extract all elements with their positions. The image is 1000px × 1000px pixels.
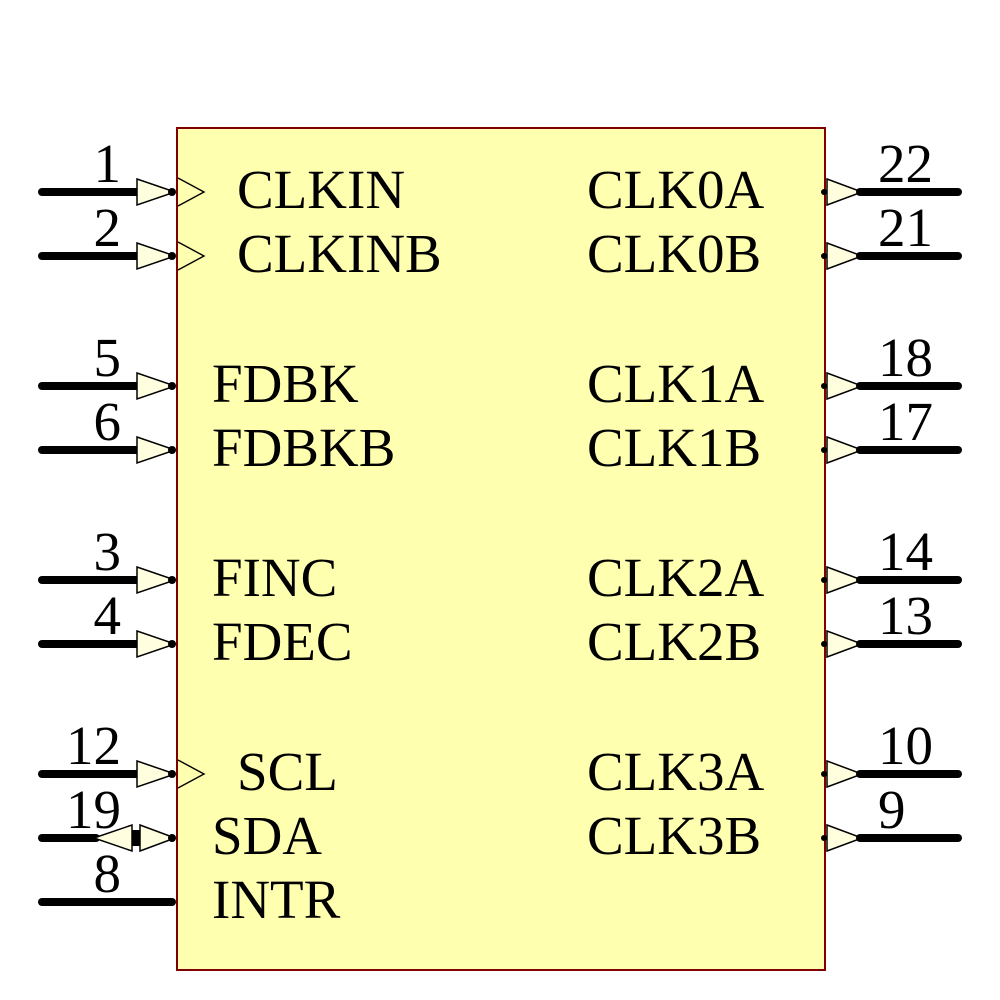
input-arrow-icon — [136, 241, 178, 271]
pin-number: 17 — [878, 391, 933, 452]
output-arrow-icon — [826, 823, 865, 853]
output-arrow-icon — [826, 435, 865, 465]
pin-clk0b[interactable] — [821, 241, 962, 271]
pin-tip-dot — [821, 835, 827, 841]
pin-label: CLKIN — [237, 159, 406, 220]
pin-label: FDBKB — [212, 417, 396, 478]
pin-tip-dot — [821, 189, 827, 195]
pin-tip-dot — [168, 446, 176, 454]
pin-label: INTR — [212, 869, 341, 930]
pin-fdbk[interactable] — [38, 371, 178, 401]
pin-tip-dot — [168, 252, 176, 260]
pin-fdec[interactable] — [38, 629, 178, 659]
pin-label: FINC — [212, 547, 338, 608]
pin-number: 13 — [878, 585, 933, 646]
pin-tip-dot — [821, 641, 827, 647]
pin-clkin[interactable] — [38, 177, 206, 207]
pin-tip-dot — [168, 188, 176, 196]
pin-number: 9 — [878, 779, 906, 840]
pin-tip-dot — [821, 447, 827, 453]
pin-number: 6 — [93, 391, 122, 452]
pin-number: 12 — [66, 715, 121, 776]
pin-label: CLK0B — [587, 223, 762, 284]
pin-label: CLK2A — [587, 547, 765, 608]
pin-label: CLK1B — [587, 417, 762, 478]
output-arrow-icon — [826, 759, 865, 789]
pin-clk2a[interactable] — [821, 565, 962, 595]
pin-sda[interactable] — [38, 823, 178, 853]
pin-clk1a[interactable] — [821, 371, 962, 401]
pin-clk2b[interactable] — [821, 629, 962, 659]
pin-fdbkb[interactable] — [38, 435, 178, 465]
pin-clk1b[interactable] — [821, 435, 962, 465]
pin-label: CLK3B — [587, 805, 762, 866]
pin-scl[interactable] — [38, 759, 206, 789]
pin-tip-dot — [168, 640, 176, 648]
pin-label: CLK1A — [587, 353, 765, 414]
pin-label: CLK2B — [587, 611, 762, 672]
pin-tip-dot — [821, 577, 827, 583]
bidi-bar — [132, 830, 140, 846]
output-arrow-icon — [826, 565, 865, 595]
pin-tip-dot — [821, 383, 827, 389]
pin-label: SCL — [237, 741, 338, 802]
pin-clk3b[interactable] — [821, 823, 962, 853]
input-arrow-icon — [136, 371, 178, 401]
pin-number: 8 — [93, 843, 122, 904]
pin-label: SDA — [212, 805, 323, 866]
pin-clk3a[interactable] — [821, 759, 962, 789]
pin-label: CLK3A — [587, 741, 765, 802]
pin-number: 22 — [878, 133, 933, 194]
bidi-arrow-right-icon — [139, 823, 178, 853]
pin-number: 4 — [93, 585, 122, 646]
input-arrow-icon — [136, 759, 178, 789]
pin-tip-dot — [168, 382, 176, 390]
pin-number: 19 — [66, 779, 121, 840]
pin-number: 3 — [93, 521, 122, 582]
input-arrow-icon — [136, 435, 178, 465]
output-arrow-icon — [826, 629, 865, 659]
input-arrow-icon — [136, 565, 178, 595]
pin-number: 21 — [878, 197, 933, 258]
pin-number: 10 — [878, 715, 933, 776]
pin-finc[interactable] — [38, 565, 178, 595]
pin-label: CLKINB — [237, 223, 442, 284]
pin-tip-dot — [821, 771, 827, 777]
output-arrow-icon — [826, 241, 865, 271]
pin-number: 2 — [93, 197, 122, 258]
pin-tip-dot — [168, 576, 176, 584]
pin-clkinb[interactable] — [38, 241, 206, 271]
input-arrow-icon — [136, 629, 178, 659]
clock-chevron-icon — [177, 177, 206, 207]
clock-chevron-icon — [177, 759, 206, 789]
pin-label: FDBK — [212, 353, 359, 414]
output-arrow-icon — [826, 177, 865, 207]
output-arrow-icon — [826, 371, 865, 401]
pin-label: FDEC — [212, 611, 353, 672]
pin-label: CLK0A — [587, 159, 765, 220]
pin-clk0a[interactable] — [821, 177, 962, 207]
input-arrow-icon — [136, 177, 178, 207]
pin-tip-dot — [168, 770, 176, 778]
pin-tip-dot — [821, 253, 827, 259]
clock-chevron-icon — [177, 241, 206, 271]
pin-tip-dot — [168, 834, 176, 842]
pin-number: 5 — [93, 327, 122, 388]
chip-body[interactable] — [176, 127, 826, 971]
pin-number: 14 — [878, 521, 933, 582]
pin-number: 1 — [93, 133, 122, 194]
pin-number: 18 — [878, 327, 933, 388]
